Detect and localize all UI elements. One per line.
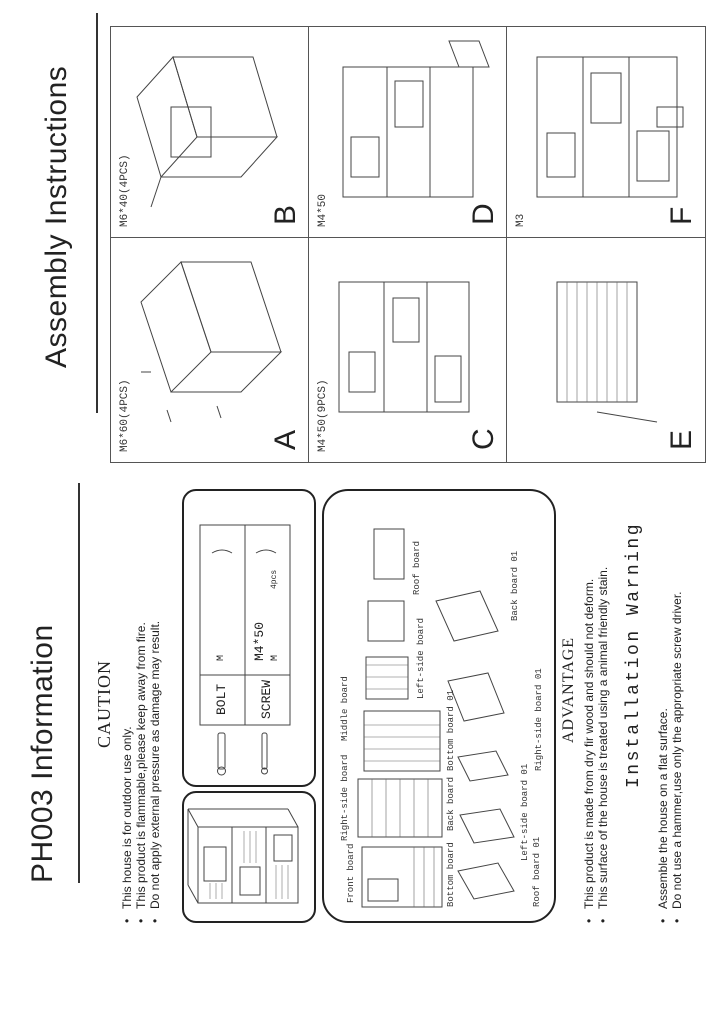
title-underline — [78, 483, 80, 883]
caution-item: This house is for outdoor use only. — [120, 493, 134, 923]
step-f-letter: F — [665, 206, 698, 225]
installation-warning-list: Assemble the house on a flat surface. Do… — [656, 423, 684, 923]
step-d-letter: D — [467, 203, 500, 225]
screw-spec-2: M — [270, 654, 281, 661]
bolt-label: BOLT — [214, 683, 229, 715]
house-drawing — [187, 808, 299, 904]
step-panel-f: M3 F — [506, 26, 706, 238]
hardware-drawing — [199, 524, 291, 776]
screw-quantity: 4pcs — [270, 569, 279, 589]
advantage-list: This product is made from dry fir wood a… — [582, 423, 610, 923]
advantage-item: This surface of the house is treated usi… — [596, 423, 610, 923]
step-e-letter: E — [665, 429, 698, 450]
assembly-title-underline — [96, 13, 98, 413]
step-f-drawing — [536, 56, 684, 198]
label-left-side-board-01: Left-side board 01 — [520, 763, 530, 861]
label-right-side-board-01: Right-side board 01 — [534, 668, 544, 771]
caution-item: Do not apply external pressure as damage… — [148, 493, 162, 923]
label-roof-board: Roof board — [412, 540, 422, 595]
step-panel-a: M6*60(4PCS) A — [110, 236, 310, 463]
info-title: PH003 Information — [26, 624, 59, 883]
boards-box: Front board Right-side board Middle boar… — [322, 489, 556, 923]
label-right-side-board: Right-side board — [340, 754, 350, 841]
warning-item: Assemble the house on a flat surface. — [656, 423, 670, 923]
screw-label: SCREW — [259, 679, 274, 719]
caution-heading: CAUTION — [94, 660, 114, 748]
step-b-drawing — [136, 56, 279, 208]
screw-spec: M4*50 — [252, 621, 267, 661]
label-bottom-board-01: Bottom board 01 — [446, 689, 456, 771]
bolt-spec: M — [216, 654, 227, 661]
caution-list: This house is for outdoor use only. This… — [120, 493, 162, 923]
step-a-drawing — [140, 261, 283, 423]
installation-warning-heading: Installation Warning — [624, 521, 644, 788]
house-illustration-box — [182, 791, 316, 923]
step-b-letter: B — [269, 204, 302, 225]
step-panel-e: E — [506, 236, 706, 463]
step-panel-c: M4*50(9PCS) C — [308, 236, 508, 463]
advantage-heading: ADVANTAGE — [560, 636, 577, 743]
step-panel-d: M4*50 D — [308, 26, 508, 238]
assembly-title: Assembly Instructions — [40, 65, 73, 368]
hardware-box: BOLT M SCREW M4*50 M 4pcs — [182, 489, 316, 787]
label-bottom-board: Bottom board — [446, 842, 456, 907]
label-front-board: Front board — [346, 843, 356, 903]
step-c-letter: C — [467, 428, 500, 450]
warning-item: Do not use a hammer,use only the appropr… — [670, 423, 684, 923]
boards-drawing — [357, 528, 515, 908]
step-e-drawing — [556, 281, 658, 423]
label-middle-board: Middle board — [340, 676, 350, 741]
caution-item: This product is flammable,please keep aw… — [134, 493, 148, 923]
step-a-letter: A — [269, 429, 302, 450]
label-left-side-board: Left-side board — [416, 617, 426, 699]
step-panel-b: M6*40(4PCS) B — [110, 26, 310, 238]
label-back-board-01: Back board 01 — [510, 550, 520, 621]
label-back-board: Back board — [446, 776, 456, 831]
step-d-drawing — [342, 40, 490, 198]
step-c-drawing — [338, 281, 470, 413]
advantage-item: This product is made from dry fir wood a… — [582, 423, 596, 923]
label-roof-board-01: Roof board 01 — [532, 836, 542, 907]
